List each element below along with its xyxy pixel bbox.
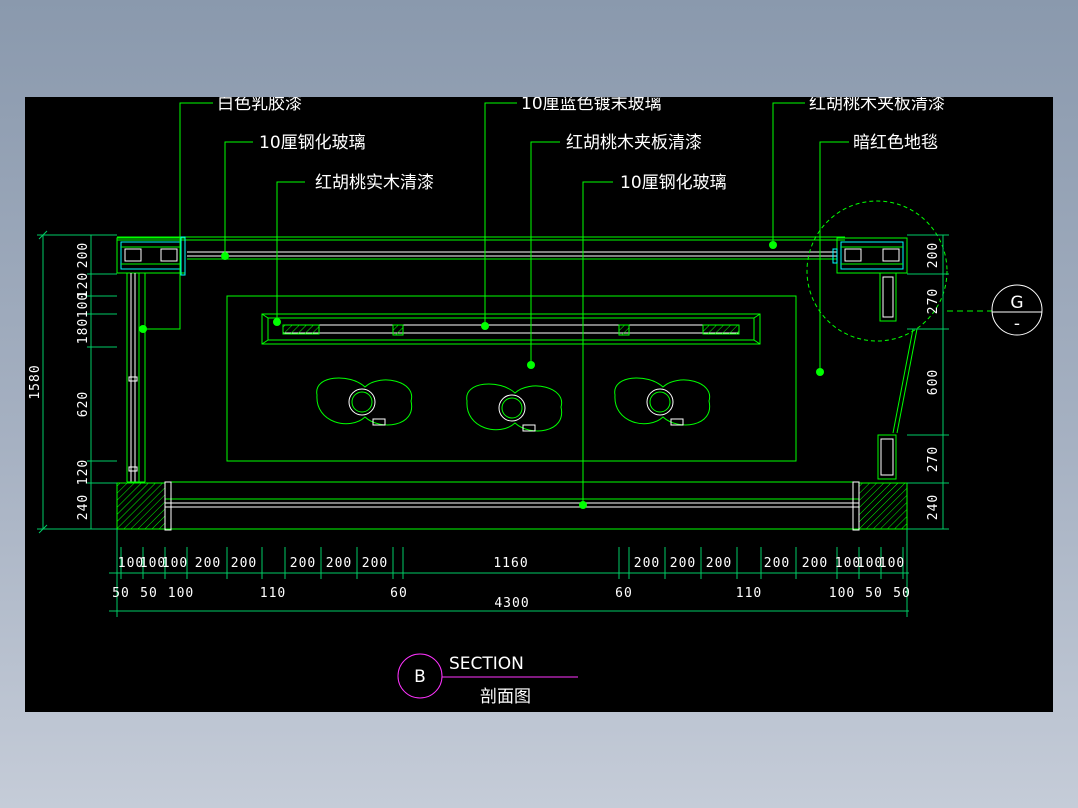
right-dim-texts: 200 270 600 270 240: [926, 242, 941, 520]
dim-left-4: 180: [76, 318, 91, 344]
ceiling-panels: [226, 295, 797, 462]
hatch-blocks: [282, 324, 740, 336]
dim-left-2: 120: [76, 272, 91, 298]
dim-b2-10: 50: [893, 586, 911, 601]
dim-b2-4: 110: [260, 586, 286, 601]
title-bubble-letter: B: [414, 667, 426, 687]
dim-left-5: 620: [76, 391, 91, 417]
light-fixture-1: [316, 377, 413, 426]
top-beam: [117, 236, 845, 260]
dim-b1-3: 100: [162, 556, 188, 571]
left-dim-lines: [37, 230, 117, 534]
dim-b1-14: 200: [802, 556, 828, 571]
dim-b1-12: 200: [706, 556, 732, 571]
bottom-dim-ticks: [120, 547, 904, 579]
dim-b1-1: 100: [118, 556, 144, 571]
left-top-box: [116, 236, 186, 276]
dim-left-6: 120: [76, 459, 91, 485]
dim-right-1: 200: [926, 242, 941, 268]
right-top-box: [832, 237, 908, 322]
label-tempered-glass-center: 10厘钢化玻璃: [620, 173, 727, 193]
dim-right-2: 270: [926, 288, 941, 314]
dim-right-4: 270: [926, 446, 941, 472]
detail-sub: -: [1014, 314, 1020, 334]
dim-b2-9: 50: [865, 586, 883, 601]
detail-letter: G: [1010, 293, 1023, 313]
cad-viewport[interactable]: G - 白色乳胶漆 10厘钢化玻璃 红胡桃实木清漆 10厘蓝色镀末玻璃 红胡桃木…: [25, 97, 1053, 712]
dim-b2-7: 110: [736, 586, 762, 601]
left-wall: [126, 273, 146, 483]
floor: [116, 481, 908, 531]
dim-b2-2: 50: [140, 586, 158, 601]
dim-right-3: 600: [926, 369, 941, 395]
label-tempered-glass-left: 10厘钢化玻璃: [259, 133, 366, 153]
dim-b1-9: 1160: [493, 556, 528, 571]
dim-b1-6: 200: [290, 556, 316, 571]
leader-lines: [143, 102, 849, 505]
dim-b1-5: 200: [231, 556, 257, 571]
bottom-dim-lines: [109, 529, 909, 617]
dim-left-7: 240: [76, 494, 91, 520]
light-fixture-3: [614, 377, 711, 426]
label-dark-red-carpet: 暗红色地毯: [853, 133, 938, 153]
dim-b2-8: 100: [829, 586, 855, 601]
label-white-latex-paint: 白色乳胶漆: [217, 97, 302, 114]
dim-b1-13: 200: [764, 556, 790, 571]
label-blue-mirror-glass: 10厘蓝色镀末玻璃: [521, 97, 662, 114]
dim-b2-3: 100: [168, 586, 194, 601]
dim-overall: 4300: [494, 596, 529, 611]
bottom-dim-row1: 100 100 100 200 200 200 200 200 1160 200…: [118, 556, 905, 571]
leader-dots: [139, 241, 824, 509]
dim-b1-4: 200: [195, 556, 221, 571]
dim-b1-11: 200: [670, 556, 696, 571]
title-block: [397, 653, 578, 699]
dim-b1-15: 100: [835, 556, 861, 571]
light-fixture-2: [466, 383, 563, 432]
dim-b1-17: 100: [879, 556, 905, 571]
dim-b1-16: 100: [857, 556, 883, 571]
section-drawing: G - 白色乳胶漆 10厘钢化玻璃 红胡桃实木清漆 10厘蓝色镀末玻璃 红胡桃木…: [28, 97, 1043, 707]
dim-left-3: 100: [76, 292, 91, 318]
title-subtitle: 剖面图: [480, 687, 531, 707]
bottom-dim-row2: 50 50 100 110 60 60 110 100 50 50: [112, 586, 911, 601]
dim-b2-6: 60: [615, 586, 633, 601]
dim-b1-7: 200: [326, 556, 352, 571]
dim-b2-5: 60: [390, 586, 408, 601]
dim-b1-2: 100: [140, 556, 166, 571]
label-walnut-plywood-center: 红胡桃木夹板清漆: [566, 133, 702, 153]
dim-left-total: 1580: [28, 364, 43, 399]
title-section: SECTION: [449, 654, 524, 674]
label-walnut-solid-wood: 红胡桃实木清漆: [315, 173, 434, 193]
dim-b2-1: 50: [112, 586, 130, 601]
detail-callout: [806, 200, 1043, 342]
right-dim-lines: [907, 234, 949, 530]
right-glass: [877, 328, 918, 480]
dim-b1-8: 200: [362, 556, 388, 571]
dim-b1-10: 200: [634, 556, 660, 571]
label-walnut-plywood-right: 红胡桃木夹板清漆: [809, 97, 945, 114]
dim-left-1: 200: [76, 242, 91, 268]
left-dim-texts: 200 120 100 180 620 120 240: [76, 242, 91, 520]
dim-right-5: 240: [926, 494, 941, 520]
